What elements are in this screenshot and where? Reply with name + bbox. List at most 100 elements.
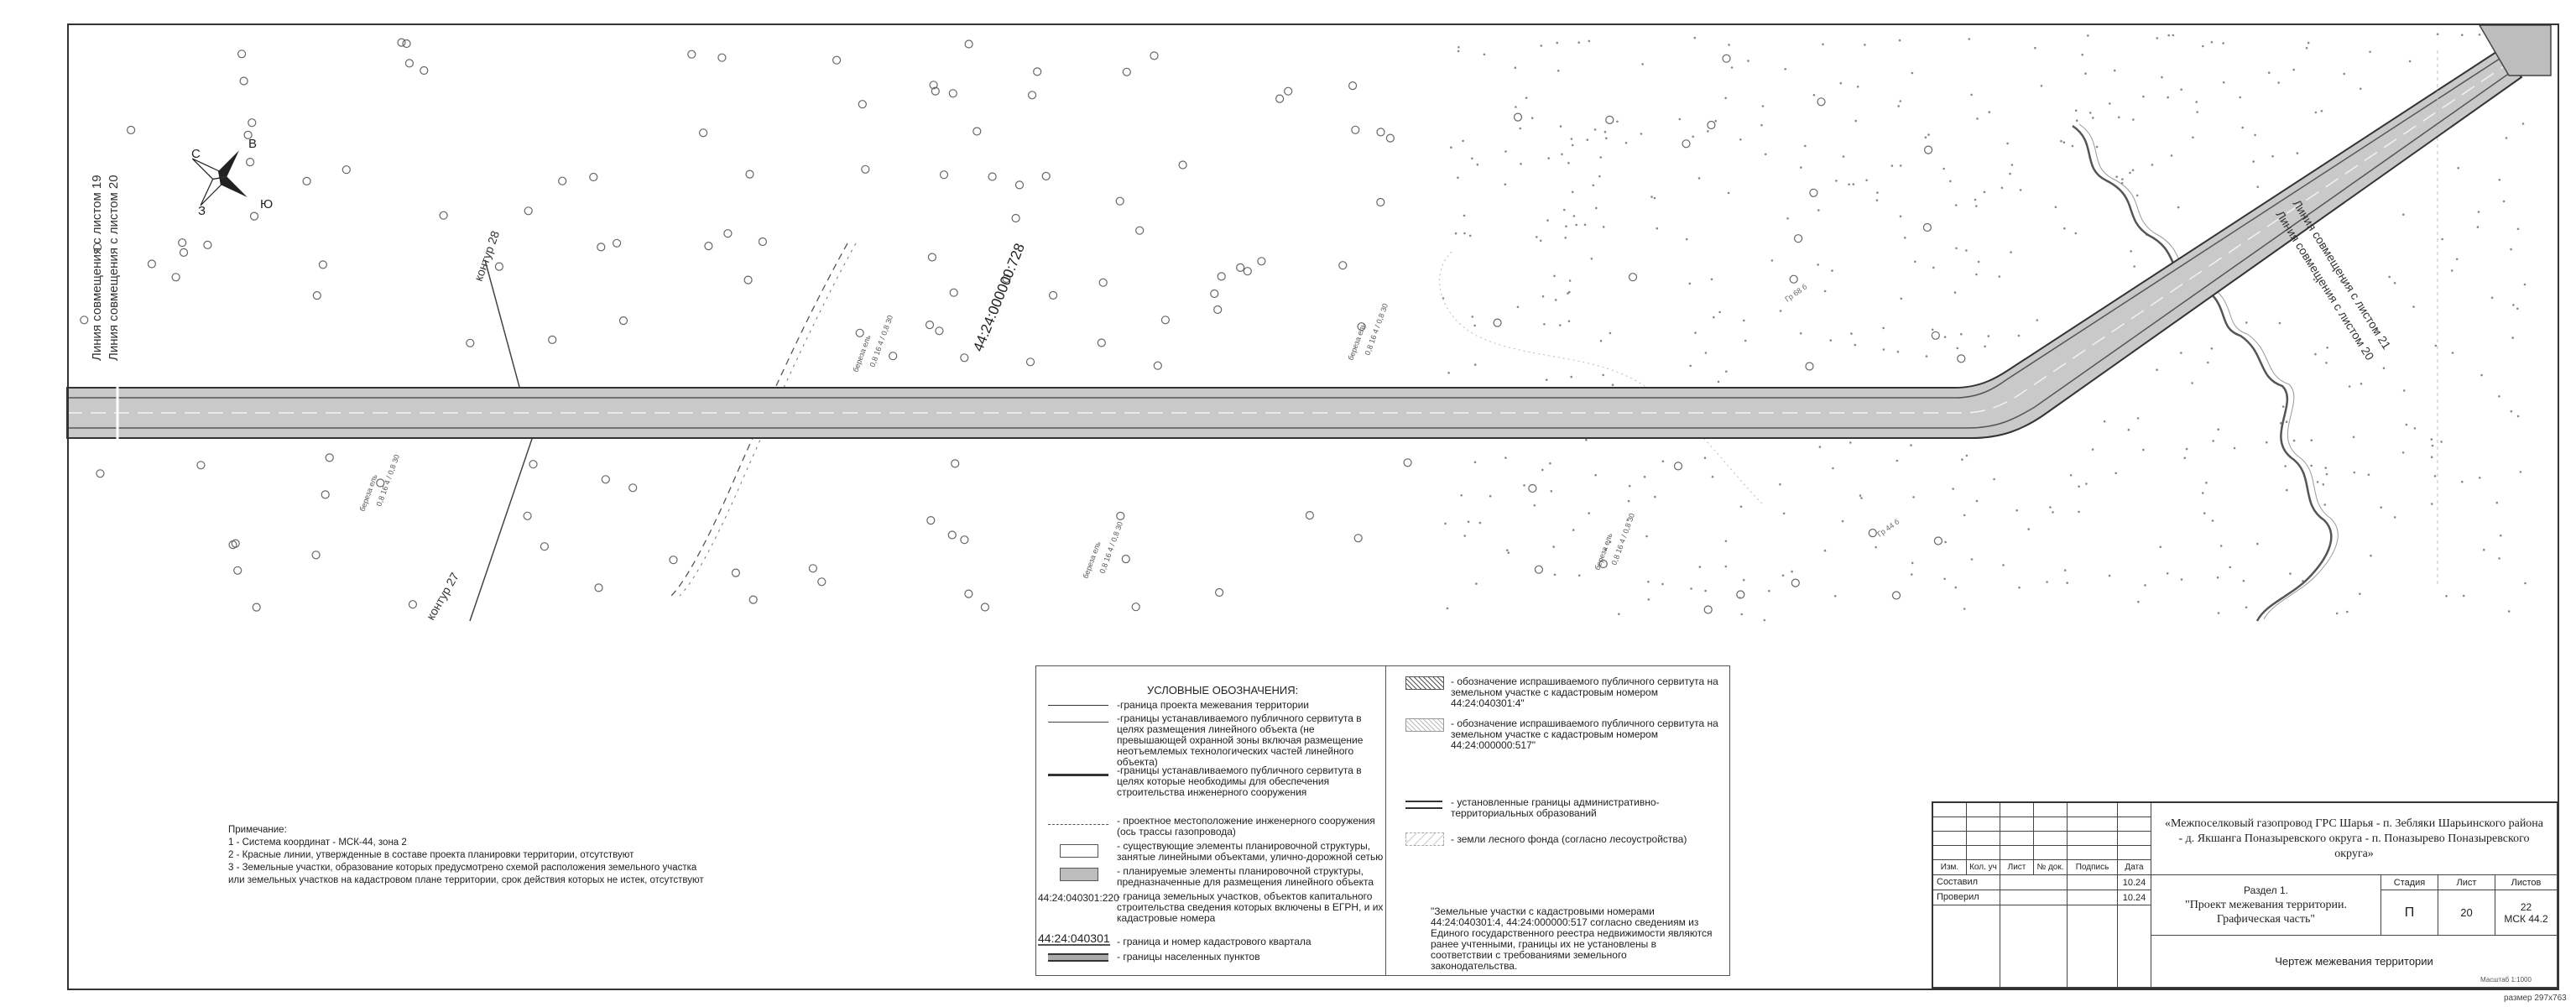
stamp-header-doc: № док. [2034, 860, 2068, 875]
forest-dot [1454, 232, 1457, 235]
forest-dot [2310, 464, 2313, 467]
forest-dot [2137, 600, 2140, 603]
stamp-sheet: 20 [2438, 890, 2495, 936]
ground-marker [179, 248, 189, 257]
ground-marker [931, 86, 940, 96]
forest-dot [1911, 71, 1914, 75]
forest-dot [2505, 137, 2508, 139]
forest-dot [2205, 482, 2208, 484]
ground-marker [523, 511, 532, 520]
forest-dot [1570, 138, 1573, 140]
forest-dot [2441, 237, 2443, 241]
forest-dot [2461, 34, 2464, 36]
forest-dot [2292, 68, 2295, 71]
forest-dot [1473, 461, 1477, 464]
ground-marker [1097, 338, 1106, 347]
forest-dot [1724, 540, 1728, 543]
forest-dot [1519, 127, 1521, 130]
forest-dot [1476, 163, 1479, 166]
forest-dot [1561, 153, 1563, 156]
forest-dot [1988, 111, 1991, 113]
forest-dot [1507, 551, 1510, 554]
ground-marker [402, 39, 411, 49]
stamp-header-date: Дата [2118, 860, 2151, 875]
forest-dot [2510, 410, 2513, 413]
ground-marker [1150, 51, 1159, 60]
forest-dot [1457, 176, 1459, 179]
legend-symbol-servitude-2 [1048, 774, 1108, 776]
ground-marker [889, 352, 898, 361]
forest-dot [1457, 46, 1460, 49]
stamp-cell [2068, 817, 2118, 832]
stamp-cell [1933, 832, 1967, 846]
stamp-header-sheet: Лист [2000, 860, 2034, 875]
forest-dot [1954, 586, 1958, 589]
ground-marker [321, 490, 330, 499]
forest-dot [2305, 46, 2308, 50]
ground-marker [494, 262, 504, 271]
forest-dot [1764, 153, 1767, 156]
forest-dot [1779, 310, 1782, 312]
forest-dot [1770, 259, 1774, 262]
forest-dot [2314, 352, 2317, 356]
ground-marker [817, 577, 827, 587]
forest-dot [2151, 164, 2154, 166]
forest-dot [2524, 582, 2526, 585]
ground-marker [548, 335, 557, 344]
forest-dot [1876, 191, 1879, 194]
forest-dot [2063, 569, 2067, 571]
ground-marker [311, 550, 321, 560]
forest-dot [1643, 475, 1646, 478]
forest-dot [2088, 112, 2092, 114]
ground-marker [439, 211, 448, 220]
ground-marker [1236, 263, 1245, 272]
ground-marker [1002, 274, 1011, 284]
forest-dot [1556, 41, 1559, 44]
forest-dot [1852, 183, 1855, 185]
ground-marker [171, 273, 180, 282]
forest-dot [2516, 227, 2520, 231]
stamp-header-count: Кол. уч [1967, 860, 2000, 875]
forest-dot [1678, 117, 1682, 121]
forest-dot [1763, 618, 1766, 622]
forest-dot [1575, 223, 1577, 227]
forest-dot [1602, 373, 1604, 377]
forest-dot [1943, 577, 1946, 581]
forest-dot [1932, 266, 1935, 269]
ground-marker [1891, 591, 1901, 600]
legend-symbol-hatch-2 [1405, 718, 1444, 732]
forest-dot [1784, 68, 1786, 70]
ground-marker [408, 600, 417, 609]
stamp-cell [2118, 803, 2151, 817]
stamp-cell [2068, 905, 2118, 988]
forest-dot [1864, 44, 1866, 46]
forest-dot [1483, 53, 1486, 56]
forest-dot [2034, 46, 2036, 50]
forest-dot [2211, 519, 2214, 522]
forest-dot [2521, 123, 2525, 125]
forest-dot [1860, 497, 1863, 499]
forest-dot [2352, 436, 2355, 439]
legend-symbol-pipeline-axis [1048, 824, 1108, 825]
ground-marker [669, 556, 678, 565]
stamp-header-signature: Подпись [2068, 860, 2118, 875]
stamp-sheet-label: Лист [2438, 875, 2495, 890]
forest-dot [2167, 96, 2169, 99]
stamp-crs: МСК 44.2 [2504, 912, 2548, 925]
forest-dot [2245, 606, 2248, 609]
forest-dot [1707, 130, 1709, 133]
forest-dot [2480, 373, 2483, 377]
legend-divider [1385, 666, 1386, 975]
forest-dot [1586, 138, 1589, 141]
ground-marker [745, 170, 754, 179]
forest-dot [1698, 566, 1702, 568]
ground-marker [1722, 54, 1731, 63]
forest-dot [2278, 321, 2281, 325]
forest-dot [2310, 439, 2313, 441]
ground-marker [1628, 273, 1638, 282]
forest-dot [2217, 612, 2220, 614]
ground-marker [1351, 125, 1360, 134]
forest-dot [1743, 319, 1745, 322]
forest-dot [2292, 439, 2296, 442]
